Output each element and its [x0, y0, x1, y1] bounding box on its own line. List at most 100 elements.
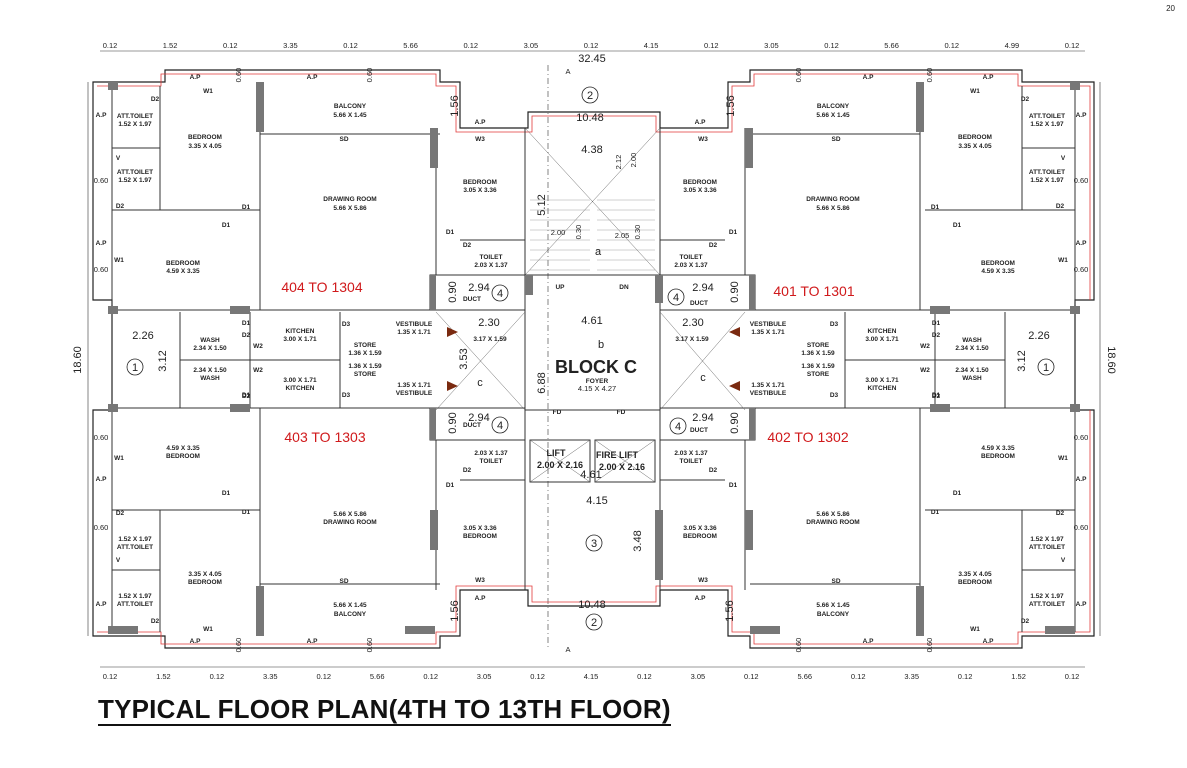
dimension-value: 5.66	[797, 672, 812, 681]
stair-down: DN	[619, 284, 629, 291]
dim-060-b4: 0.60	[925, 638, 934, 653]
door-tag: D1	[222, 222, 231, 229]
dimension-value: 3.05	[477, 672, 492, 681]
dim-156-tr: 1.56	[725, 95, 737, 116]
sliding-door-tag: SD	[339, 578, 348, 585]
dim-294-tl: 2.94	[468, 282, 489, 294]
unit-label-401-1301: 401 TO 1301	[773, 283, 854, 299]
door-tag: D1	[242, 392, 251, 399]
dim-200-vert: 2.00	[629, 153, 638, 168]
dim-294-tr: 2.94	[692, 282, 713, 294]
dimension-value: 0.12	[1065, 41, 1080, 50]
window-tag: W1	[970, 626, 980, 633]
att-toilet-tl1-size: 1.52 X 1.97	[118, 121, 152, 128]
foyer-label: FOYER	[586, 378, 609, 385]
page-title: TYPICAL FLOOR PLAN(4TH TO 13TH FLOOR)	[98, 694, 671, 726]
drawing-tr-size: 5.66 X 5.86	[816, 205, 850, 212]
dimension-value: 0.12	[316, 672, 331, 681]
window-tag: W2	[920, 367, 930, 374]
section-mark-bottom: A	[565, 645, 570, 654]
wash-br-size: 2.34 X 1.50	[955, 367, 989, 374]
dimension-value: 0.12	[530, 672, 545, 681]
att-toilet-tr1-size: 1.52 X 1.97	[1030, 121, 1064, 128]
dim-060-r1: 0.60	[1074, 176, 1089, 185]
window-tag: W1	[203, 626, 213, 633]
wash-br: WASH	[962, 375, 982, 382]
overall-height-left: 18.60	[72, 346, 84, 374]
dim-461-lift: 4.61	[580, 469, 601, 481]
ap-tag: A.P	[1076, 240, 1088, 247]
window-tag: W1	[114, 455, 124, 462]
red-outline	[97, 73, 1091, 645]
door-tag: D2	[1021, 618, 1030, 625]
dimension-value: 0.12	[103, 41, 118, 50]
grid-2-bottom: 2	[591, 617, 597, 629]
dim-230-right: 2.30	[682, 317, 703, 329]
dim-226-left: 2.26	[132, 330, 153, 342]
bedroom-tr2-size: 3.05 X 3.36	[683, 187, 717, 194]
dim-200-stair: 2.00	[551, 228, 566, 237]
door-tag: D2	[1056, 203, 1065, 210]
dimension-value: 0.12	[851, 672, 866, 681]
overall-height-right: 18.60	[1105, 346, 1117, 374]
dim-060-l3: 0.60	[94, 433, 109, 442]
toilet-br-size: 2.03 X 1.37	[674, 450, 708, 457]
att-toilet-bl2-size: 1.52 X 1.97	[118, 593, 152, 600]
dimension-value: 5.66	[403, 41, 418, 50]
kitchen-bl: KITCHEN	[286, 385, 315, 392]
window-tag: W2	[253, 343, 263, 350]
door-tag: D2	[932, 393, 941, 400]
ap-tag: A.P	[96, 240, 108, 247]
dim-156-br: 1.56	[724, 600, 736, 621]
wash-tr: WASH	[962, 337, 982, 344]
ap-tag: A.P	[1076, 601, 1088, 608]
vestibule-tr: VESTIBULE	[750, 321, 787, 328]
door-tag: D1	[242, 320, 251, 327]
ap-tag: A.P	[695, 595, 707, 602]
ventilator-tag: V	[1061, 557, 1066, 564]
att-toilet-tr2-size: 1.52 X 1.97	[1030, 177, 1064, 184]
grid-1-left: 1	[132, 362, 138, 374]
door-tag: D1	[242, 204, 251, 211]
window-tag: W1	[970, 88, 980, 95]
dim-090-tl: 0.90	[447, 281, 459, 302]
toilet-tr-size: 2.03 X 1.37	[674, 262, 708, 269]
dim-353: 3.53	[458, 348, 470, 369]
dim-030-left: 0.30	[574, 225, 583, 240]
ap-tag: A.P	[983, 74, 995, 81]
vestibule-br: VESTIBULE	[750, 390, 787, 397]
ap-tag: A.P	[983, 638, 995, 645]
dimension-value: 0.12	[637, 672, 652, 681]
dimension-value: 5.66	[884, 41, 899, 50]
grid-3: 3	[591, 538, 597, 550]
dim-688: 6.88	[536, 372, 548, 393]
bedroom-br2: BEDROOM	[683, 533, 717, 540]
dim-212: 2.12	[614, 155, 623, 170]
kitchen-tl: KITCHEN	[286, 328, 315, 335]
door-tag: D1	[932, 320, 941, 327]
dim-060-b2: 0.60	[365, 638, 374, 653]
dim-030-right: 0.30	[633, 225, 642, 240]
grid-4-bl: 4	[497, 420, 503, 432]
door-tag: D1	[242, 509, 251, 516]
dim-060-l2: 0.60	[94, 265, 109, 274]
grid-4-tl: 4	[497, 288, 503, 300]
att-toilet-tr1: ATT.TOILET	[1029, 113, 1065, 120]
door-tag: D2	[1021, 96, 1030, 103]
dimension-value: 0.12	[704, 41, 719, 50]
door-tag: D1	[953, 490, 962, 497]
dim-512: 5.12	[536, 194, 548, 215]
door-tag: D3	[342, 321, 351, 328]
balcony-bl-size: 5.66 X 1.45	[333, 602, 367, 609]
door-tag: D2	[242, 393, 251, 400]
toilet-tl: TOILET	[480, 254, 503, 261]
door-tag: D3	[830, 321, 839, 328]
ventilator-tag: V	[116, 155, 121, 162]
dimension-value: 1.52	[1011, 672, 1026, 681]
unit-label-404-1304: 404 TO 1304	[281, 279, 362, 295]
door-tag: D3	[342, 392, 351, 399]
ap-tag: A.P	[475, 595, 487, 602]
dim-060-l4: 0.60	[94, 523, 109, 532]
grid-4-tr: 4	[673, 292, 679, 304]
bedroom-tl2: BEDROOM	[463, 179, 497, 186]
